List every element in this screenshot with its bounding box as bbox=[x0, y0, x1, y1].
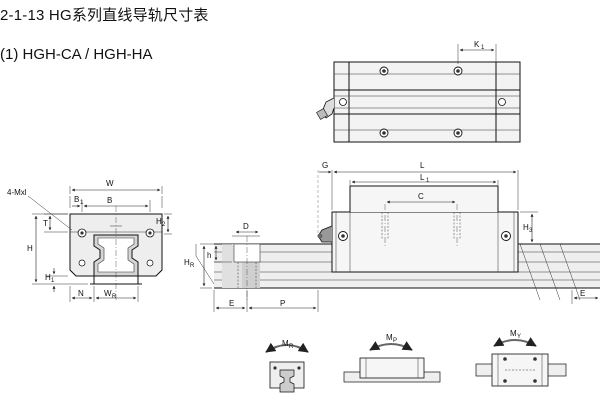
page-title: 2-1-13 HG系列直线导轨尺寸表 bbox=[0, 7, 209, 24]
seal-screw bbox=[498, 98, 506, 106]
dim-l1-sub: 1 bbox=[426, 178, 430, 184]
dim-hr-label: H bbox=[184, 258, 190, 267]
dim-w-label: W bbox=[106, 179, 114, 188]
dim-c-label: C bbox=[418, 192, 424, 201]
dim-b1-sub: 1 bbox=[80, 200, 84, 206]
dim-b-label: B bbox=[107, 196, 112, 205]
dim-k1-label: K bbox=[474, 40, 480, 49]
moment-mp-diagram: M P bbox=[343, 333, 441, 383]
dim-l1-label: L bbox=[420, 173, 425, 182]
side-view-block-outline bbox=[331, 211, 519, 273]
dim-h2-label: H bbox=[156, 217, 162, 226]
moment-my-label: M bbox=[510, 329, 517, 338]
dim-b1-label: B bbox=[74, 195, 79, 204]
grease-nipple-icon bbox=[317, 225, 333, 243]
dim-h3-label: H bbox=[523, 223, 529, 232]
moment-mr-sub: R bbox=[289, 344, 294, 350]
seal-screw bbox=[339, 98, 347, 106]
dim-h2-sub: 2 bbox=[162, 222, 166, 228]
rotation-arrow-icon bbox=[493, 337, 537, 347]
dim-g-label: G bbox=[322, 161, 328, 170]
dim-h1-label: H bbox=[45, 273, 51, 282]
dim-hr-sub: R bbox=[190, 263, 195, 269]
dim-h-small-label: h bbox=[207, 251, 211, 260]
dim-h3-sub: 3 bbox=[529, 228, 533, 234]
dim-p-label: P bbox=[280, 299, 285, 308]
rotation-arrow-icon bbox=[265, 342, 309, 353]
dim-wr-sub: R bbox=[112, 294, 117, 300]
dim-h1-sub: 1 bbox=[51, 278, 55, 284]
dim-k1-sub: 1 bbox=[481, 45, 485, 51]
dim-t-label: T bbox=[43, 219, 48, 228]
moment-mp-sub: P bbox=[393, 338, 397, 344]
leader-line bbox=[27, 195, 73, 231]
dim-wr-label: W bbox=[104, 289, 112, 298]
section-subtitle: (1) HGH-CA / HGH-HA bbox=[0, 46, 153, 63]
moment-mr-label: M bbox=[282, 339, 289, 348]
dim-l-label: L bbox=[420, 161, 425, 170]
top-view-block-outline bbox=[333, 61, 521, 143]
moment-my-sub: Y bbox=[517, 334, 521, 340]
moment-mr-diagram: M R bbox=[265, 339, 309, 393]
dim-e-left-label: E bbox=[229, 299, 234, 308]
top-view: K 1 bbox=[316, 40, 521, 143]
rotation-arrow-icon bbox=[369, 341, 413, 351]
moment-mp-label: M bbox=[386, 333, 393, 342]
moment-my-diagram: M Y bbox=[475, 329, 567, 387]
dim-d-label: D bbox=[243, 222, 249, 231]
side-view: D H R h E P bbox=[184, 161, 600, 312]
dim-e-right-label: E bbox=[580, 289, 585, 298]
front-view: W B 1 B 4-Mxl T H 2 H H 1 N W R bbox=[7, 179, 172, 302]
dim-n-label: N bbox=[78, 289, 84, 298]
dim-h-label: H bbox=[27, 244, 33, 253]
grease-nipple-icon bbox=[316, 97, 335, 120]
dim-4mxl-label: 4-Mxl bbox=[7, 188, 27, 197]
